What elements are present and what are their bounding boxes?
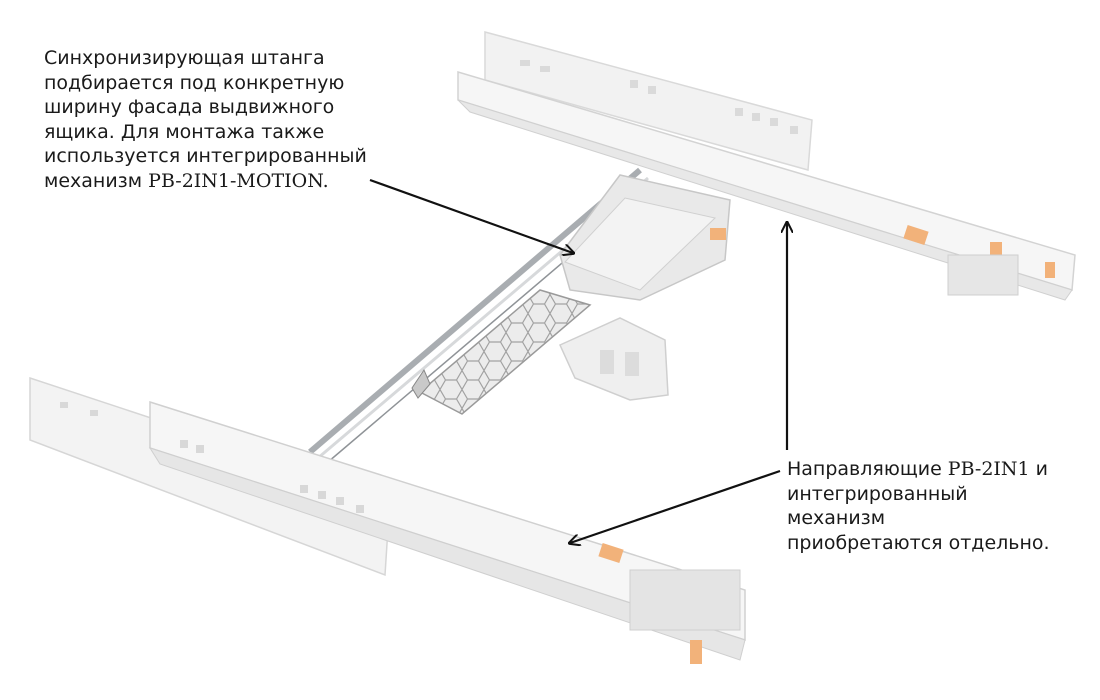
caption-line: Направляющие PB-2IN1 и [787, 457, 1050, 482]
model-code: PB-2IN1-MOTION. [148, 169, 329, 192]
caption-rails: Направляющие PB-2IN1 и интегрированный м… [787, 457, 1050, 555]
caption-line: Синхронизирующая штанга [44, 47, 325, 69]
caption-line: интегрированный [787, 482, 968, 505]
caption-line: ширину фасада выдвижного [44, 96, 335, 118]
caption-text: и [1029, 458, 1049, 480]
caption-line: механизм [787, 507, 886, 529]
caption-line: подбирается под конкретную [44, 71, 345, 94]
caption-line: ящика. Для монтажа также [44, 120, 325, 143]
caption-line: используется интегрированный [44, 145, 367, 167]
arrow-to-mechanism [369, 178, 573, 253]
callout-arrows [369, 178, 787, 543]
caption-text: Направляющие [787, 458, 948, 480]
arrow-to-front-rail [570, 469, 781, 543]
caption-line: механизм PB-2IN1-MOTION. [44, 169, 367, 194]
caption-sync-rod: Синхронизирующая штанга подбирается под … [44, 46, 367, 193]
integrated-mechanism [559, 174, 731, 401]
front-rail [29, 376, 746, 664]
back-rail [457, 31, 1076, 301]
mounting-plate [411, 289, 592, 415]
caption-text: механизм [44, 169, 149, 192]
model-code: PB-2IN1 [947, 458, 1030, 480]
caption-line: приобретаются отдельно. [787, 531, 1050, 554]
